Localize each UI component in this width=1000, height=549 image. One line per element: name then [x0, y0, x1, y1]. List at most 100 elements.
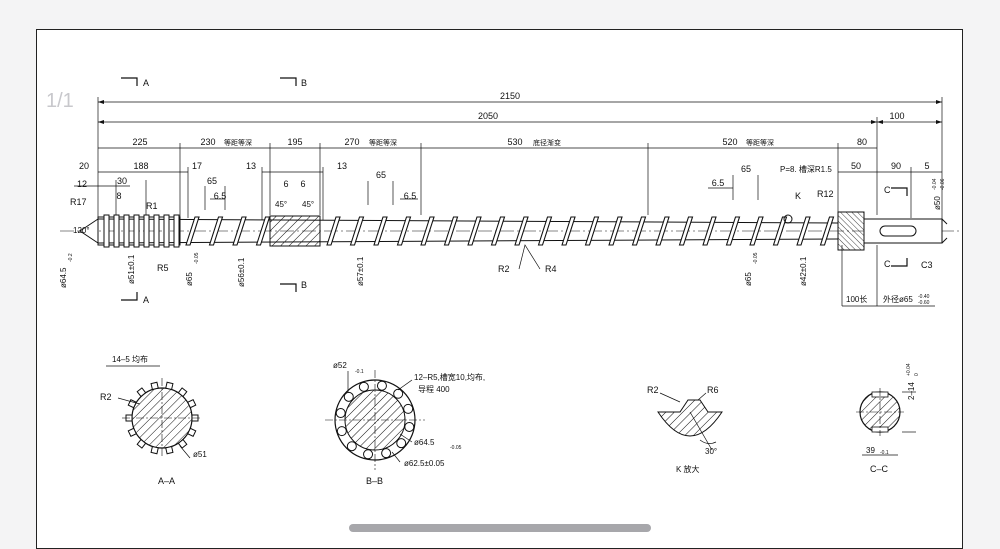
seg-dim-2: 230	[200, 137, 215, 147]
flight	[655, 216, 670, 246]
seg-dim-1: 225	[132, 137, 147, 147]
flight	[725, 216, 741, 246]
bb-d52: ø52	[333, 361, 347, 370]
dim-total: 2150	[500, 91, 520, 101]
label-r4: R4	[545, 264, 557, 274]
dim-6-5c: 6.5	[712, 178, 725, 188]
seg-note-2: 等距等深	[224, 138, 252, 147]
aa-tooth	[177, 387, 188, 398]
label-k: K	[795, 191, 801, 201]
flight	[255, 216, 271, 246]
aa-tooth	[127, 427, 137, 437]
bb-slot	[346, 441, 357, 452]
spline-tooth	[163, 214, 170, 248]
flight	[561, 216, 576, 246]
seg-dim-4: 270	[344, 137, 359, 147]
flight	[631, 216, 647, 246]
aa-tooth	[136, 387, 147, 398]
dia-42: ø42±0.1	[799, 256, 808, 286]
dim-20: 20	[79, 161, 89, 171]
dia-64-5: ø64.5	[59, 267, 68, 288]
r2-r4-leader	[518, 244, 541, 270]
flight	[396, 216, 412, 246]
section-mark-b-top: B	[301, 78, 307, 88]
bb-d52-tol: -0.1	[355, 369, 364, 375]
dim-5: 5	[924, 161, 929, 171]
dim-65b: 65	[376, 170, 386, 180]
dim-13a: 13	[246, 161, 256, 171]
dim-6-5b: 6.5	[404, 191, 417, 201]
bb-d64-5-tol: -0.05	[450, 445, 462, 451]
label-r5: R5	[157, 263, 169, 273]
bb-slot	[335, 408, 346, 419]
horizontal-scrollbar[interactable]	[349, 524, 651, 532]
flight	[349, 216, 365, 246]
flight	[678, 216, 694, 246]
screw-flights	[185, 216, 835, 246]
section-mark-c-bottom: C	[884, 259, 891, 269]
section-cc	[856, 388, 916, 456]
label-angle-45a: 45°	[275, 200, 287, 209]
spline-tooth	[173, 214, 180, 248]
bb-slots-note: 12–R5,槽宽10,均布,	[414, 372, 485, 382]
bb-slot	[393, 388, 404, 399]
bb-slot	[396, 438, 407, 449]
dim-screw-length: 2050	[478, 111, 498, 121]
flight	[208, 216, 224, 246]
dim-188: 188	[133, 161, 148, 171]
spline-tooth	[153, 214, 160, 248]
aa-tooth	[187, 399, 197, 409]
flight	[490, 216, 506, 246]
spline-tooth	[123, 214, 130, 248]
flight	[514, 216, 529, 246]
dim-6a: 6	[283, 179, 288, 189]
seg-dim-7: 80	[857, 137, 867, 147]
bb-d62-5: ø62.5±0.05	[404, 459, 445, 468]
cc-title: C–C	[870, 464, 889, 474]
flight	[796, 216, 811, 246]
label-r12: R12	[817, 189, 834, 199]
dim-6b: 6	[300, 179, 305, 189]
bb-slot	[343, 391, 354, 402]
flight	[443, 216, 459, 246]
k-r6: R6	[707, 385, 719, 395]
cc-d39: 39	[866, 446, 875, 455]
aa-title: A–A	[158, 476, 175, 486]
dia-65a-tol: -0.05	[194, 252, 200, 264]
section-markers	[121, 77, 908, 301]
bb-lead: 导程 400	[418, 385, 450, 394]
flight	[608, 216, 623, 246]
aa-spline-note: 14–5 均布	[112, 354, 148, 364]
label-outer-dia: 外径ø65	[883, 294, 913, 304]
spline-tooth	[133, 214, 140, 248]
aa-tooth	[177, 438, 188, 449]
bb-d64-5: ø64.5	[414, 438, 435, 447]
flight	[467, 216, 482, 246]
aa-r2: R2	[100, 392, 112, 402]
diameter-dims: ø64.5 -0.2 ø51±0.1 ø65 -0.05 ø56±0.1 ø57…	[59, 178, 946, 288]
flight	[702, 216, 717, 246]
flight	[326, 216, 341, 246]
detail-k-circle	[783, 214, 793, 224]
label-angle-120: 120°	[73, 226, 90, 235]
cc-key-tol-up: +0.04	[906, 363, 912, 376]
screw-shaft	[60, 211, 960, 251]
dim-50: 50	[851, 161, 861, 171]
section-mark-b-bottom: B	[301, 280, 307, 290]
dia-57: ø57±0.1	[356, 256, 365, 286]
dia-51: ø51±0.1	[127, 254, 136, 284]
flight	[420, 216, 435, 246]
aa-tooth	[150, 445, 159, 455]
drawing-sheet	[36, 29, 963, 549]
dia-50: ø50	[933, 196, 942, 210]
aa-dia: ø51	[193, 450, 207, 459]
seg-dim-3: 195	[287, 137, 302, 147]
dim-90: 90	[891, 161, 901, 171]
page-indicator: 1/1	[46, 90, 74, 112]
spline-tooth	[143, 214, 150, 248]
dimension-arrows	[98, 100, 942, 124]
flight	[819, 216, 835, 246]
aa-tooth	[165, 381, 174, 391]
label-pitch-note: P=8. 槽深R1.5	[780, 164, 832, 174]
aa-tooth	[150, 381, 159, 391]
